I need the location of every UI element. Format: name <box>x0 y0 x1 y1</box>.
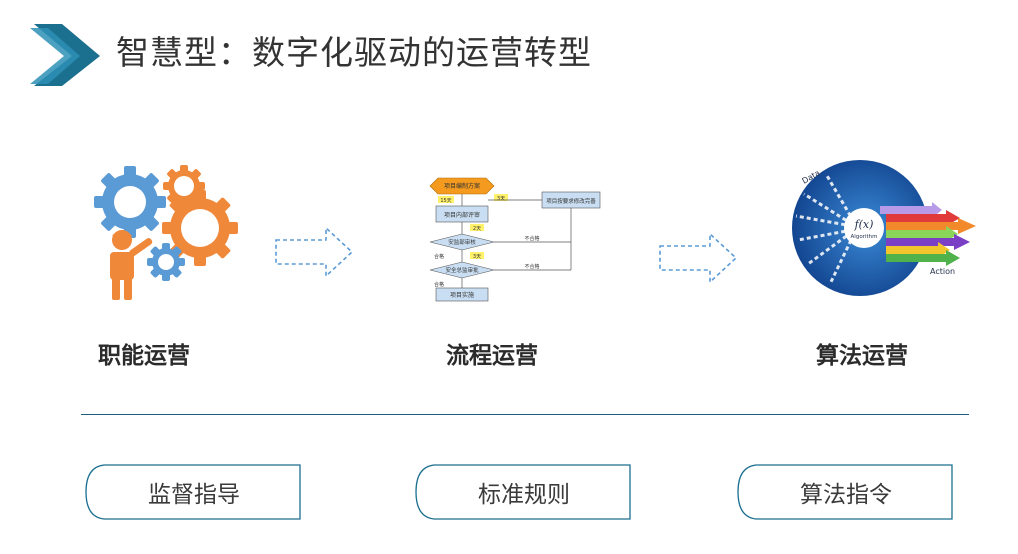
flow-tag-2: 2天 <box>473 226 481 232</box>
pill-algorithm-command-label: 算法指令 <box>800 482 892 508</box>
algo-action-label: Action <box>930 267 955 276</box>
algorithm-icon: Data f(x) Algorithm Action <box>792 160 976 296</box>
algo-function-label: f(x) <box>854 218 874 231</box>
divider <box>81 414 969 415</box>
flow-tag-15: 15天 <box>440 198 451 204</box>
flow-pass-1: 合格 <box>434 253 444 260</box>
flowchart-icon: 项目编制方案 15天 3天 项目内部评审 项目按要求修改完善 2天 安监部审核 … <box>429 177 601 302</box>
flow-node-revise: 项目按要求修改完善 <box>546 197 596 205</box>
flow-pass-2: 合格 <box>434 281 444 288</box>
flow-tag-3b: 3天 <box>473 254 481 260</box>
flow-fail-1: 不合格 <box>524 235 539 242</box>
flow-node-plan: 项目编制方案 <box>444 182 480 190</box>
pill-standards-label: 标准规则 <box>478 482 570 508</box>
pill-supervision-label: 监督指导 <box>148 482 240 508</box>
flow-node-safety-dept: 安监部审核 <box>448 238 476 246</box>
stage-label-algorithm: 算法运营 <box>816 343 908 369</box>
arrow-right-icon <box>659 232 738 284</box>
flow-tag-3a: 3天 <box>497 196 505 202</box>
logo-chevron-icon <box>30 24 100 86</box>
flow-fail-2: 不合格 <box>524 263 539 270</box>
flow-node-safety-director: 安全总监审批 <box>445 266 479 274</box>
gears-person-icon <box>94 165 238 300</box>
arrow-right-icon <box>275 226 354 278</box>
stage-label-functional: 职能运营 <box>98 343 190 369</box>
pill-standards: 标准规则 <box>414 463 634 521</box>
pill-algorithm-command: 算法指令 <box>736 463 956 521</box>
flow-node-review: 项目内部评审 <box>444 211 480 219</box>
page-title: 智慧型：数字化驱动的运营转型 <box>116 33 592 72</box>
algo-algorithm-label: Algorithm <box>851 234 878 240</box>
stage-label-process: 流程运营 <box>446 343 538 369</box>
pill-supervision: 监督指导 <box>84 463 304 521</box>
flow-node-implement: 项目实施 <box>450 291 474 299</box>
